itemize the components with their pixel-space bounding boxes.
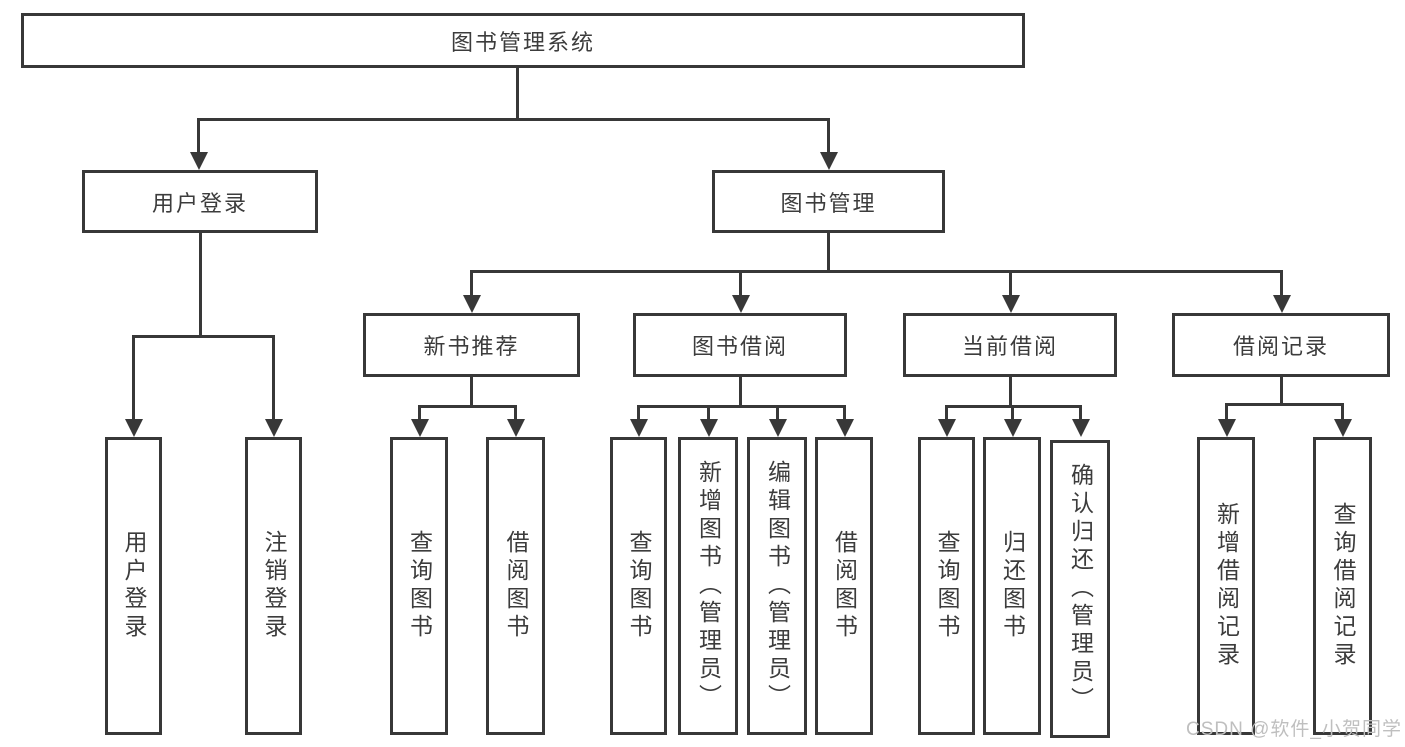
csdn-watermark: CSDN @软件_小贺同学 [1186,719,1402,740]
connector-arrow [264,335,283,437]
connector-line [827,233,830,270]
connector-arrow [1272,270,1291,313]
leaf-current-query-books: 查询图书 [918,437,975,735]
node-book-borrowing: 图书借阅 [633,313,847,377]
node-book-management: 图书管理 [712,170,945,233]
leaf-borrowing-add-books-admin: 新增图书（管理员） [678,437,738,735]
connector-arrow [410,405,429,437]
connector-arrow [835,405,854,437]
connector-arrow [937,405,956,437]
connector-line [516,68,519,118]
node-library-system: 图书管理系统 [21,13,1025,68]
leaf-current-return-books: 归还图书 [983,437,1041,735]
connector-line [418,405,516,408]
connector-arrow [699,405,718,437]
connector-arrow [189,118,208,170]
connector-line [199,233,202,335]
node-borrowing-records: 借阅记录 [1172,313,1390,377]
connector-arrow [1003,405,1022,437]
leaf-borrowing-query-books: 查询图书 [610,437,667,735]
leaf-borrowing-borrow-books: 借阅图书 [815,437,873,735]
connector-arrow [768,405,787,437]
leaf-recommend-query-books: 查询图书 [390,437,448,735]
leaf-user-login: 用户登录 [105,437,162,735]
leaf-records-add-borrow-record: 新增借阅记录 [1197,437,1255,735]
connector-line [637,405,845,408]
connector-line [470,377,473,405]
connector-arrow [629,405,648,437]
connector-line [470,270,1282,273]
connector-line [132,335,274,338]
node-user-login: 用户登录 [82,170,318,233]
connector-line [1280,377,1283,403]
leaf-logout-login: 注销登录 [245,437,302,735]
connector-arrow [731,270,750,313]
connector-arrow [124,335,143,437]
connector-arrow [506,405,525,437]
connector-arrow [1071,405,1090,437]
connector-arrow [1217,403,1236,437]
connector-arrow [462,270,481,313]
leaf-borrowing-edit-books-admin: 编辑图书（管理员） [747,437,807,735]
node-current-borrowing: 当前借阅 [903,313,1117,377]
connector-line [739,377,742,405]
connector-line [1009,377,1012,405]
connector-arrow [1001,270,1020,313]
connector-line [197,118,830,121]
node-new-book-recommendation: 新书推荐 [363,313,580,377]
leaf-records-query-borrow-record: 查询借阅记录 [1313,437,1372,735]
connector-arrow [1333,403,1352,437]
leaf-recommend-borrow-books: 借阅图书 [486,437,545,735]
connector-line [1225,403,1343,406]
leaf-current-confirm-return-admin: 确认归还（管理员） [1050,440,1110,738]
connector-arrow [819,118,838,170]
